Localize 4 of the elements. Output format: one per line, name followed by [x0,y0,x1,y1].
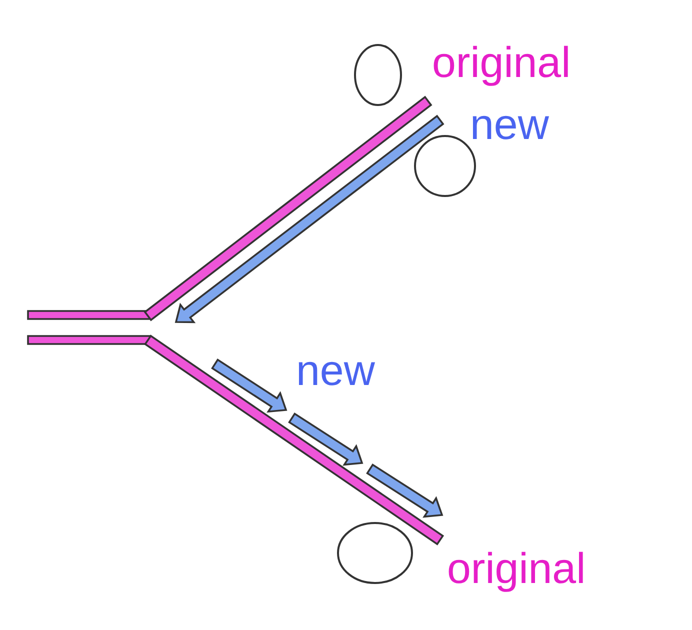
strand-label: original [447,548,586,591]
strand-label: new [296,350,375,393]
strand-label: new [470,104,549,147]
strand-label: original [432,42,571,85]
